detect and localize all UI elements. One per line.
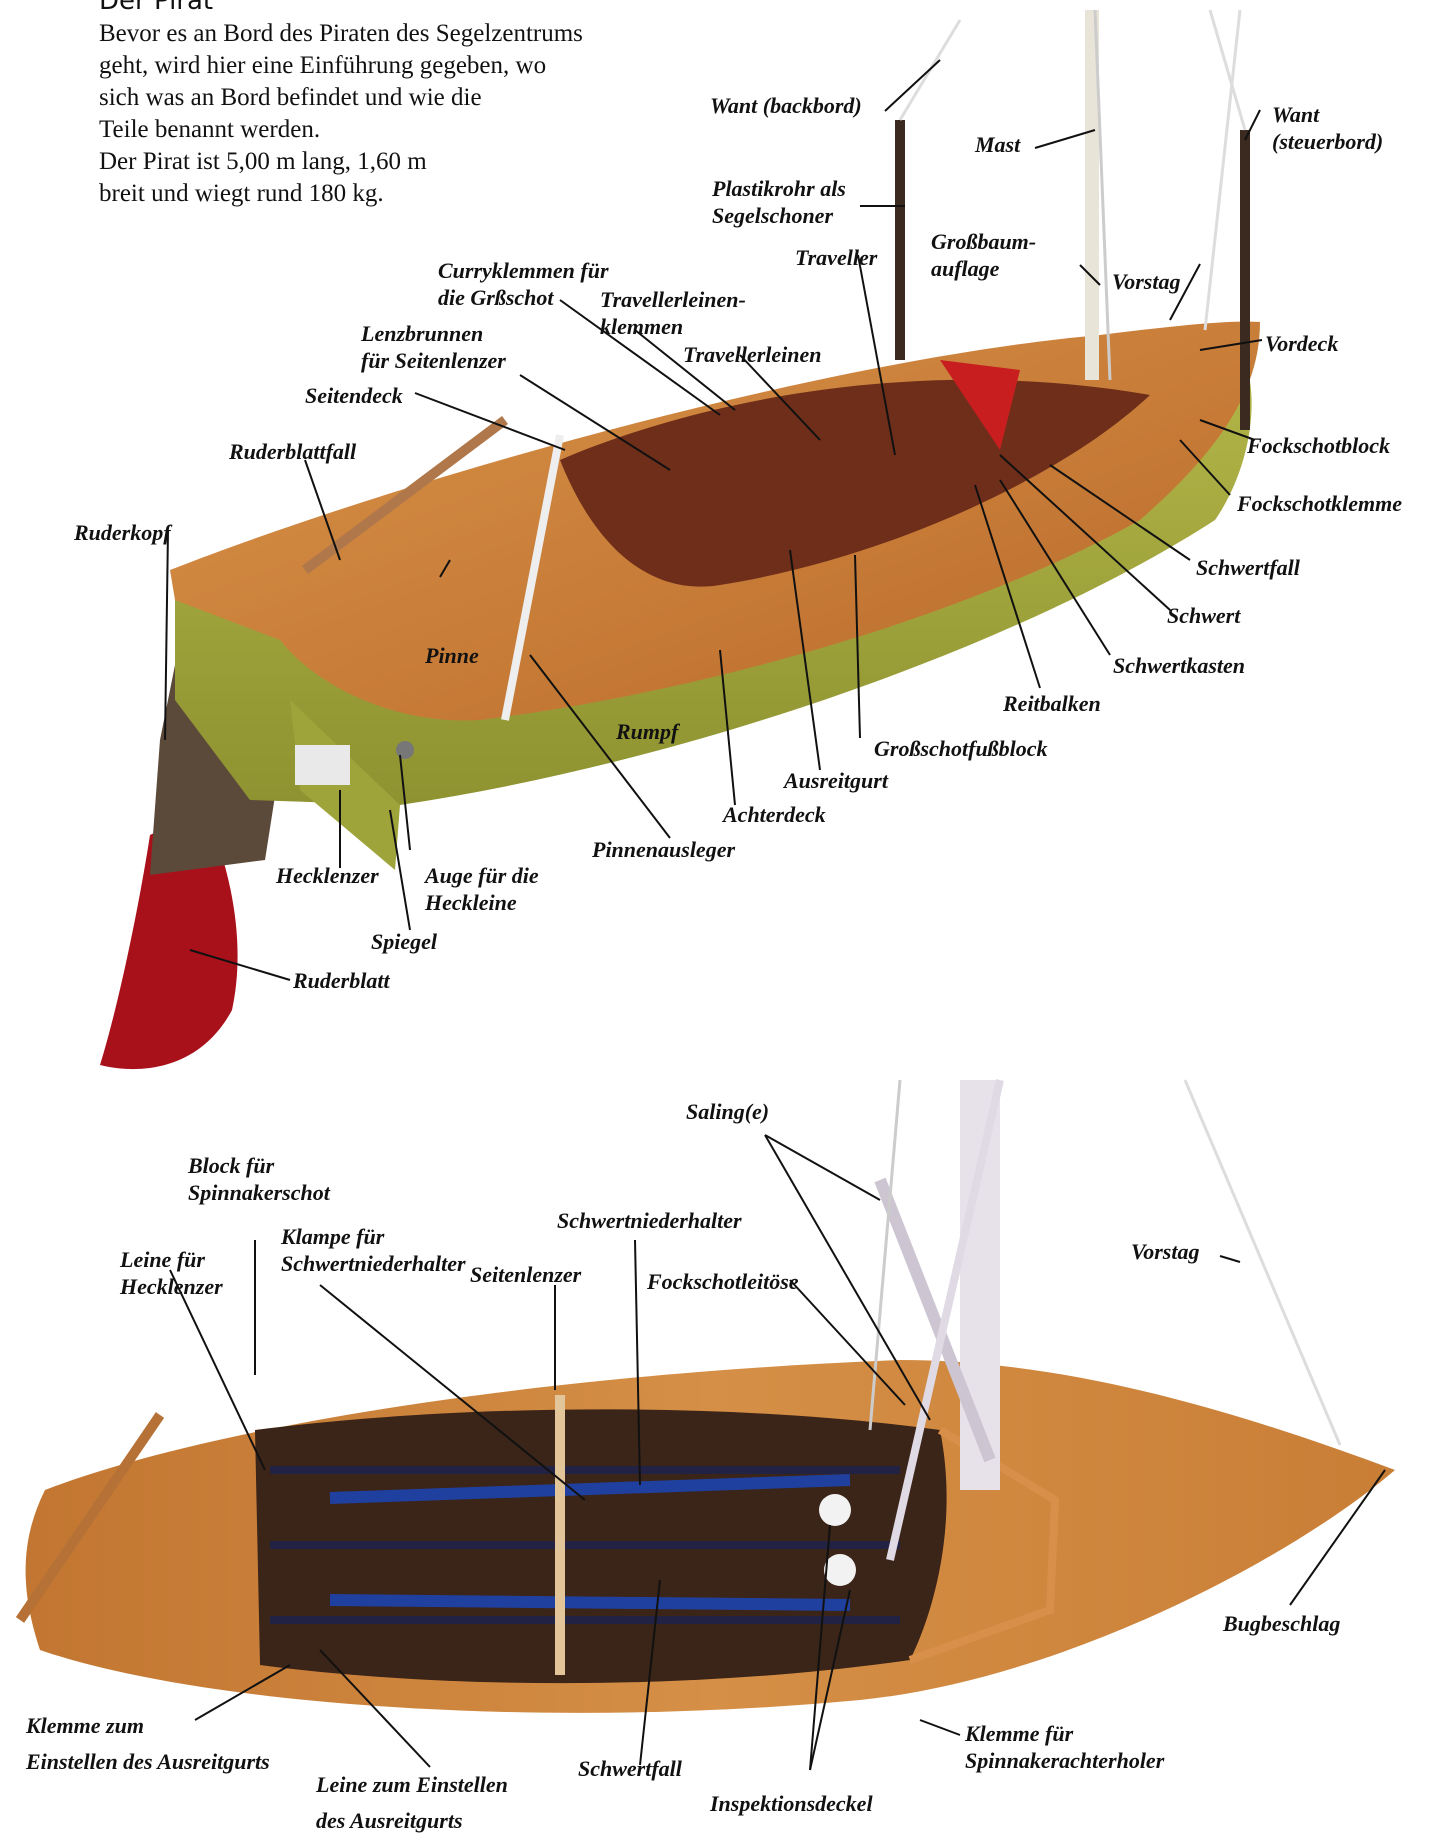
label-want-steuerbord: Want (steuerbord)	[1272, 101, 1383, 155]
label-saling: Saling(e)	[686, 1098, 769, 1125]
label-klemme-spinnakerachterholer: Klemme für Spinnakerachterholer	[965, 1720, 1164, 1774]
label-line: Leine zum Einstellen	[316, 1767, 508, 1803]
label-vorstag: Vorstag	[1112, 268, 1180, 295]
label-schwertfall-top: Schwertfall	[578, 1755, 682, 1782]
label-vordeck: Vordeck	[1265, 330, 1338, 357]
label-line: klemmen	[600, 313, 746, 340]
label-schwertniederhalter: Schwertniederhalter	[557, 1207, 742, 1234]
label-line: Klemme für	[965, 1720, 1164, 1747]
label-line: Curryklemmen für	[438, 257, 609, 284]
label-hecklenzer: Hecklenzer	[276, 862, 379, 889]
label-want-backbord: Want (backbord)	[710, 92, 862, 119]
label-grossschotfussblock: Großschotfußblock	[874, 735, 1048, 762]
label-block-spinnakerschot: Block für Spinnakerschot	[188, 1152, 330, 1206]
label-mast: Mast	[975, 131, 1020, 158]
label-line: Travellerleinen-	[600, 286, 746, 313]
label-seitenlenzer: Seitenlenzer	[470, 1261, 581, 1288]
label-seitendeck: Seitendeck	[305, 382, 403, 409]
label-schwert: Schwert	[1167, 602, 1240, 629]
label-lenzbrunnen: Lenzbrunnen für Seitenlenzer	[361, 320, 506, 374]
label-fockschotleitoese: Fockschotleitöse	[647, 1268, 799, 1295]
label-auge-heckleine: Auge für die Heckleine	[425, 862, 539, 916]
label-ruderkopf: Ruderkopf	[74, 519, 171, 546]
label-line: Klampe für	[281, 1223, 466, 1250]
label-leine-ausreitgurt: Leine zum Einstellen des Ausreitgurts	[316, 1767, 508, 1839]
label-vorstag-top: Vorstag	[1131, 1238, 1199, 1265]
label-spiegel: Spiegel	[371, 928, 437, 955]
label-traveller: Traveller	[795, 244, 877, 271]
label-pinne: Pinne	[425, 642, 479, 669]
label-reitbalken: Reitbalken	[1003, 690, 1101, 717]
label-fockschotklemme: Fockschotklemme	[1237, 490, 1402, 517]
label-line: für Seitenlenzer	[361, 347, 506, 374]
label-bugbeschlag: Bugbeschlag	[1223, 1610, 1340, 1637]
label-line: Klemme zum	[26, 1708, 270, 1744]
label-rumpf: Rumpf	[616, 718, 678, 745]
side-view-boat	[100, 10, 1260, 1069]
label-line: die Grßschot	[438, 284, 609, 311]
label-travellerleinen: Travellerleinen	[683, 341, 822, 368]
label-curryklemmen: Curryklemmen für die Grßschot	[438, 257, 609, 311]
label-line: Want	[1272, 101, 1383, 128]
label-line: des Ausreitgurts	[316, 1803, 508, 1839]
label-fockschotblock: Fockschotblock	[1247, 432, 1390, 459]
label-line: Heckleine	[425, 889, 539, 916]
label-plastikrohr: Plastikrohr als Segelschoner	[712, 175, 846, 229]
label-line: Leine für	[120, 1246, 223, 1273]
label-pinnenausleger: Pinnenausleger	[592, 836, 735, 863]
label-travellerleinenklemmen: Travellerleinen- klemmen	[600, 286, 746, 340]
label-line: Einstellen des Ausreitgurts	[26, 1744, 270, 1780]
label-line: Auge für die	[425, 862, 539, 889]
label-line: Spinnakerachterholer	[965, 1747, 1164, 1774]
label-line: Schwertniederhalter	[281, 1250, 466, 1277]
label-schwertfall: Schwertfall	[1196, 554, 1300, 581]
label-line: auflage	[931, 255, 1036, 282]
label-klemme-ausreitgurt: Klemme zum Einstellen des Ausreitgurts	[26, 1708, 270, 1780]
label-line: Hecklenzer	[120, 1273, 223, 1300]
label-ruderblatt: Ruderblatt	[293, 967, 390, 994]
label-ausreitgurt: Ausreitgurt	[784, 767, 888, 794]
label-grossbaumauflage: Großbaum- auflage	[931, 228, 1036, 282]
label-line: Plastikrohr als	[712, 175, 846, 202]
label-schwertkasten: Schwertkasten	[1113, 652, 1245, 679]
label-line: Spinnakerschot	[188, 1179, 330, 1206]
label-leine-hecklenzer: Leine für Hecklenzer	[120, 1246, 223, 1300]
label-inspektionsdeckel: Inspektionsdeckel	[710, 1790, 873, 1817]
label-line: (steuerbord)	[1272, 128, 1383, 155]
label-line: Segelschoner	[712, 202, 846, 229]
label-achterdeck: Achterdeck	[723, 801, 826, 828]
label-klampe-schwertniederhalter: Klampe für Schwertniederhalter	[281, 1223, 466, 1277]
label-line: Block für	[188, 1152, 330, 1179]
label-line: Lenzbrunnen	[361, 320, 506, 347]
label-ruderblattfall: Ruderblattfall	[229, 438, 356, 465]
label-line: Großbaum-	[931, 228, 1036, 255]
